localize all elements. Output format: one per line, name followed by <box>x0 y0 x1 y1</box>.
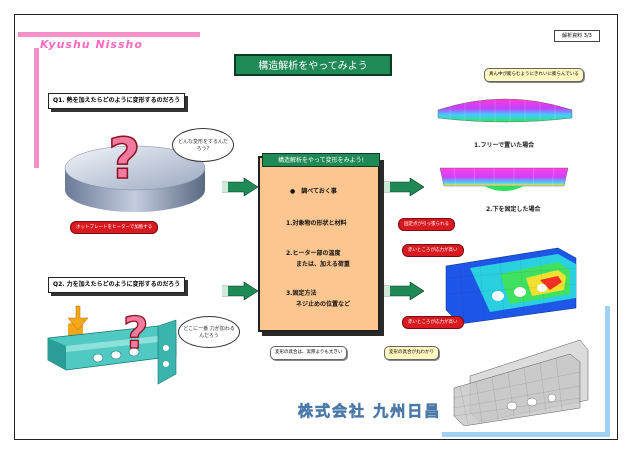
step-2: 2.ヒーター部の温度 <box>286 250 341 257</box>
step-2-alt: または、加える荷重 <box>296 261 350 268</box>
result-2-caption: 2.下を固定した場合 <box>486 206 541 213</box>
step-3: 3.固定方法 <box>286 290 317 297</box>
analysis-steps-panel <box>258 156 380 332</box>
company-name: 株式会社 九州日昌 <box>298 402 442 421</box>
stress-result <box>440 238 580 330</box>
question-2-bubble: どこに一番 力が加わるんだろう <box>178 316 240 348</box>
arrow-right-icon <box>384 178 424 196</box>
arrow-right-icon <box>222 178 258 196</box>
blue-accent-vertical <box>605 306 610 437</box>
thermal-result-fixed <box>439 167 569 191</box>
deformation-note-2: 変形の具合が丸わかり <box>384 346 439 360</box>
svg-text:?: ? <box>108 127 140 192</box>
thermal-result-free <box>437 96 573 124</box>
svg-text:?: ? <box>123 308 149 359</box>
page-title: 構造解析をやってみよう <box>234 54 392 76</box>
question-1: Q1. 熱を加えたらどのように変形するのだろう <box>48 93 186 109</box>
page-border <box>14 14 618 440</box>
step-prep: ● 調べておく事 <box>290 188 337 195</box>
deformation-mesh <box>453 339 589 426</box>
blue-accent-horizontal <box>442 432 610 437</box>
result-1-caption: 1.フリーで置いた場合 <box>474 142 535 149</box>
arrow-right-icon <box>222 282 258 300</box>
deformation-note-1: 変形の具合は、実際よりも大きい <box>270 346 348 360</box>
panel-header: 構造解析をやって変形をみよう! <box>262 153 380 167</box>
pink-accent-horizontal <box>18 32 200 37</box>
stress-high-label-top: 赤いところが応力が高い <box>402 244 464 257</box>
pink-accent-vertical <box>34 48 39 168</box>
bracket-illustration: ? <box>47 305 177 385</box>
stress-high-label-bottom: 赤いところが応力が高い <box>402 316 464 329</box>
arrow-right-icon <box>384 282 424 300</box>
page-number: 解析資料 3/3 <box>554 30 600 42</box>
brand-logo: Kyushu Nissho <box>40 38 143 51</box>
question-2: Q2. 力を加えたらどのように変形するのだろう <box>48 277 186 293</box>
hotplate-illustration: ? <box>64 126 206 212</box>
step-3-detail: ネジ止めの位置など <box>296 301 351 308</box>
heater-label: ホットプレートをヒーターで加熱する <box>70 221 159 234</box>
result-2-label: 固定点が引っ張られる <box>398 218 455 231</box>
question-1-bubble: どんな変形をするんだろう? <box>172 128 234 162</box>
step-1: 1.対象物の形状と材料 <box>286 220 347 227</box>
result-1-note: 真ん中が膨らむようにきれいに膨らんでいる <box>484 68 584 82</box>
